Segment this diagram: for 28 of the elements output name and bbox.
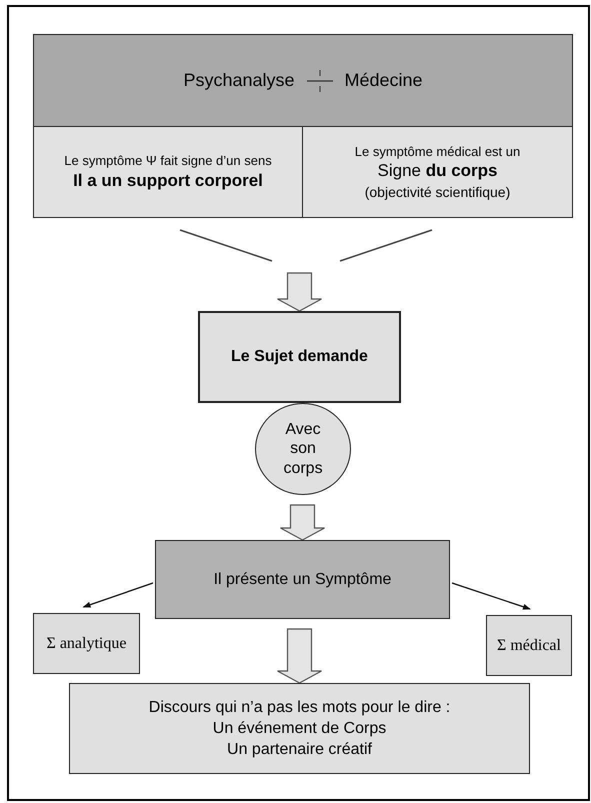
process-box (198, 311, 401, 403)
node-text: Le Sujet demande (231, 347, 368, 367)
node-text: Un partenaire créatif (227, 740, 372, 760)
table-cell (302, 126, 573, 218)
output-box (486, 615, 572, 676)
node-text: Le symptôme Ψ fait signe d’un sens (64, 153, 272, 169)
arrow (452, 582, 531, 610)
block-arrow (280, 504, 326, 541)
node-text: Un événement de Corps (212, 718, 386, 738)
node-text: Σ analytique (46, 634, 128, 654)
node-text: Médecine (344, 70, 423, 92)
node-text: Discours qui n’a pas les mots pour le dire : (148, 698, 450, 717)
node-text: Il a un support corporel (73, 170, 263, 191)
block-arrow (276, 272, 322, 312)
node-text: Le symptôme médical est un (354, 144, 520, 160)
table-cell (33, 126, 303, 218)
header-box (33, 34, 573, 127)
process-box (155, 540, 450, 619)
result-box (69, 683, 530, 774)
block-arrow (276, 628, 322, 684)
arrow (82, 582, 154, 608)
node-text: Avec son corps (282, 420, 324, 478)
node-text: Psychanalyse (183, 70, 294, 92)
node-text: Signe du corps (378, 161, 498, 182)
output-box (33, 613, 140, 674)
node-text: (objectivité scientifique) (364, 184, 510, 200)
node-text: Il présente un Symptôme (214, 570, 392, 590)
node-text: Σ médical (496, 636, 562, 656)
